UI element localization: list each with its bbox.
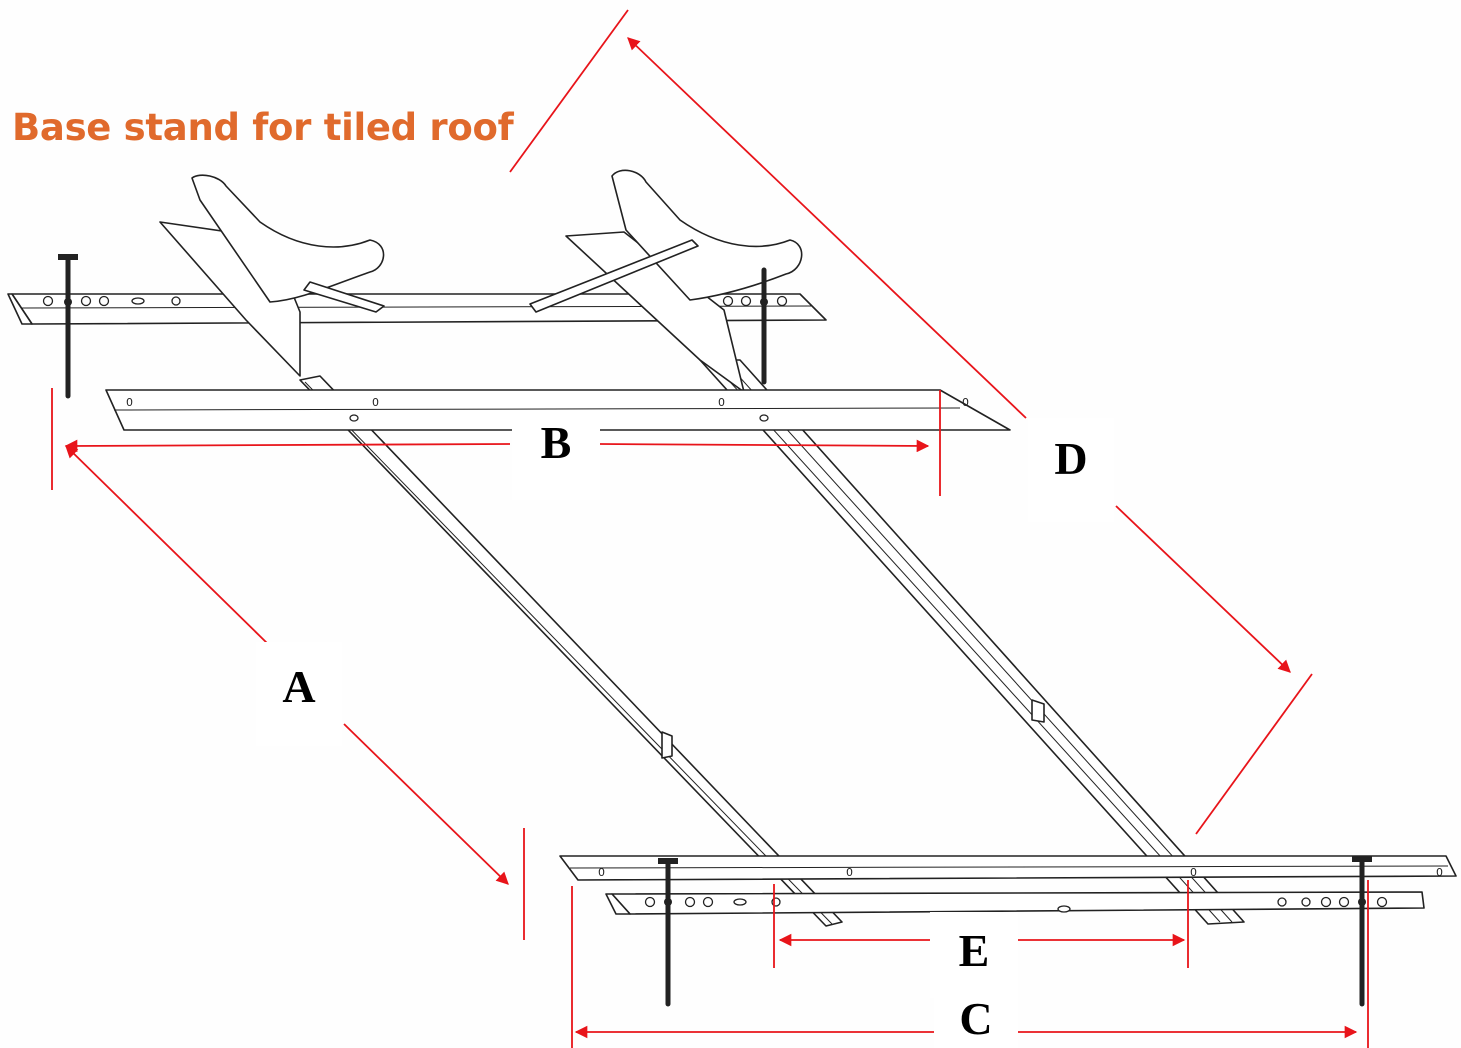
upper-front-rail <box>105 389 1011 431</box>
top-back-rail <box>7 293 827 325</box>
svg-text:0: 0 <box>126 396 133 409</box>
svg-text:0: 0 <box>846 866 853 879</box>
svg-text:0: 0 <box>962 396 969 409</box>
lag-screws <box>65 255 1365 1007</box>
lower-front-rail <box>605 891 1425 915</box>
rail-holes <box>42 295 1388 913</box>
dimension-label-d: D <box>1028 418 1114 522</box>
svg-text:0: 0 <box>1190 866 1197 879</box>
dimension-label-b: B <box>512 416 600 500</box>
svg-text:0: 0 <box>598 866 605 879</box>
svg-text:0: 0 <box>372 396 379 409</box>
screw-heads <box>58 254 1372 906</box>
dimension-label-e: E <box>930 912 1018 998</box>
svg-text:0: 0 <box>718 396 725 409</box>
diagram-title: Base stand for tiled roof <box>12 106 514 149</box>
dimension-label-a: A <box>256 642 342 746</box>
left-seat-bracket <box>159 174 385 377</box>
dimension-lines <box>51 9 1369 1048</box>
svg-text:0: 0 <box>1436 866 1443 879</box>
right-seat-bracket <box>529 169 803 393</box>
lower-back-rail <box>559 855 1457 881</box>
left-diagonal-leg <box>299 375 843 927</box>
dimension-label-c: C <box>934 992 1018 1048</box>
hole-labels: 0 0 0 0 0 0 0 0 <box>126 396 1443 879</box>
stand-line-art <box>7 169 1457 927</box>
